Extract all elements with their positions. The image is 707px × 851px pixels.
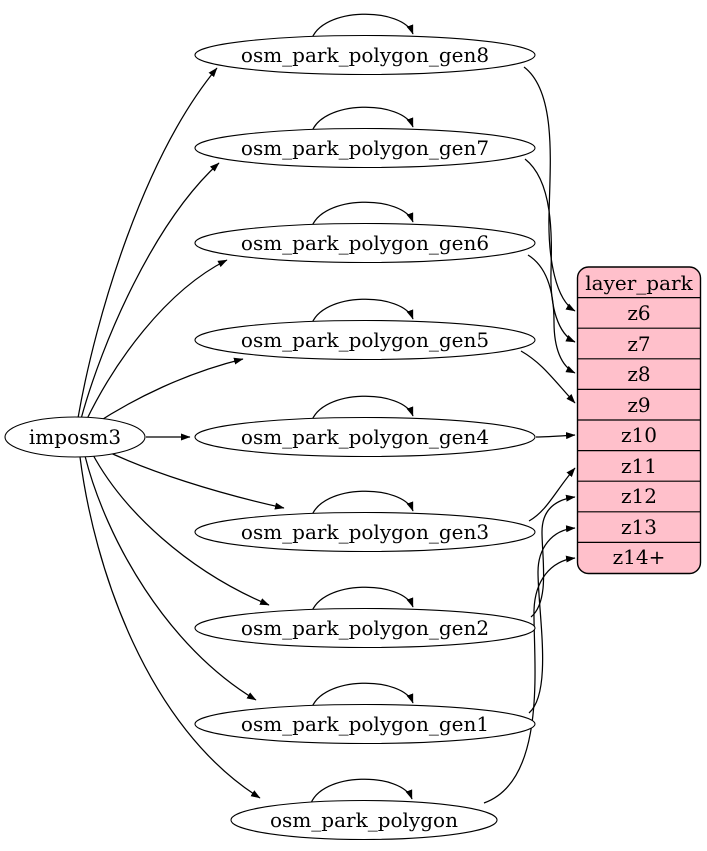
node-osm-park-polygon-gen2: osm_park_polygon_gen2 <box>194 607 536 649</box>
layer-row-z10: z10 <box>621 423 657 447</box>
layer-row-z6: z6 <box>627 301 650 325</box>
gen5-ellipse <box>194 319 536 361</box>
edge-gen5-to-z9 <box>520 350 576 404</box>
gen1-label: osm_park_polygon_gen1 <box>241 712 489 736</box>
layer-row-z7: z7 <box>627 332 650 356</box>
gen8-ellipse <box>194 34 536 76</box>
edge-imposm3-to-gen7 <box>80 162 220 420</box>
edge-gen2-to-z12 <box>530 494 576 618</box>
self-loop-edges <box>309 13 414 807</box>
edge-gen4-to-z10 <box>535 432 576 440</box>
layer-row-dividers <box>577 297 701 543</box>
gen6-ellipse <box>194 222 536 264</box>
edge-imposm3-to-gen1 <box>84 455 257 701</box>
gen4-ellipse <box>194 416 536 458</box>
edge-imposm3-to-gen3 <box>101 448 285 510</box>
self-loop-gen3 <box>310 490 414 519</box>
edge-base-to-z14 <box>483 555 576 804</box>
layer-row-z11: z11 <box>621 454 657 478</box>
gen5-label: osm_park_polygon_gen5 <box>241 328 489 352</box>
self-loop-gen6 <box>310 201 414 230</box>
edge-imposm3-to-gen8 <box>77 67 218 419</box>
self-loop-gen5 <box>310 298 414 327</box>
layer-park-header: layer_park <box>585 271 693 295</box>
base-label: osm_park_polygon <box>270 808 458 832</box>
imposm3-label: imposm3 <box>29 425 121 449</box>
node-osm-park-polygon-gen6: osm_park_polygon_gen6 <box>194 222 536 264</box>
gen8-label: osm_park_polygon_gen8 <box>241 43 489 67</box>
layer-row-z14: z14+ <box>613 545 666 569</box>
gen3-ellipse <box>194 511 536 553</box>
layer-row-z12: z12 <box>621 484 657 508</box>
edge-imposm3-to-gen2 <box>91 452 270 606</box>
node-osm-park-polygon-gen4: osm_park_polygon_gen4 <box>194 416 536 458</box>
edge-gen6-to-z8 <box>527 254 576 374</box>
edge-imposm3-to-gen6 <box>85 259 228 422</box>
self-loop-gen4 <box>310 395 414 424</box>
edges-to-layer-rows <box>483 66 576 804</box>
node-osm-park-polygon-gen8: osm_park_polygon_gen8 <box>194 34 536 76</box>
gen2-ellipse <box>194 607 536 649</box>
gen6-label: osm_park_polygon_gen6 <box>241 231 489 255</box>
edge-gen3-to-z11 <box>528 467 576 522</box>
node-osm-park-polygon-gen1: osm_park_polygon_gen1 <box>194 703 536 745</box>
edges-from-source <box>77 67 285 799</box>
self-loop-base <box>309 778 413 807</box>
gen7-ellipse <box>194 127 536 169</box>
worker-nodes: osm_park_polygon_gen8 osm_park_polygon_g… <box>194 34 536 841</box>
node-osm-park-polygon-gen3: osm_park_polygon_gen3 <box>194 511 536 553</box>
self-loop-gen1 <box>310 682 414 711</box>
layer-row-z9: z9 <box>627 393 650 417</box>
self-loop-gen2 <box>310 586 414 615</box>
node-osm-park-polygon: osm_park_polygon <box>230 799 498 841</box>
edge-gen1-to-z13 <box>528 525 576 714</box>
self-loop-gen8 <box>310 13 414 42</box>
node-osm-park-polygon-gen5: osm_park_polygon_gen5 <box>194 319 536 361</box>
node-layer-park: layer_park z6 z7 z8 z9 z10 z11 z12 z13 z… <box>576 266 702 575</box>
gen3-label: osm_park_polygon_gen3 <box>241 520 489 544</box>
imposm3-ellipse <box>4 416 146 458</box>
gen4-label: osm_park_polygon_gen4 <box>241 425 489 449</box>
gen7-label: osm_park_polygon_gen7 <box>241 136 489 160</box>
edge-imposm3-to-gen5 <box>94 357 244 425</box>
layer-row-z13: z13 <box>621 515 657 539</box>
node-imposm3: imposm3 <box>4 416 146 458</box>
node-osm-park-polygon-gen7: osm_park_polygon_gen7 <box>194 127 536 169</box>
gen2-label: osm_park_polygon_gen2 <box>241 616 489 640</box>
layer-row-z8: z8 <box>627 362 650 386</box>
edge-gen8-to-z6 <box>523 66 576 312</box>
base-ellipse <box>230 799 498 841</box>
edge-gen7-to-z7 <box>524 158 576 343</box>
gen1-ellipse <box>194 703 536 745</box>
self-loop-gen7 <box>310 106 414 135</box>
edge-imposm3-to-base <box>79 456 261 799</box>
